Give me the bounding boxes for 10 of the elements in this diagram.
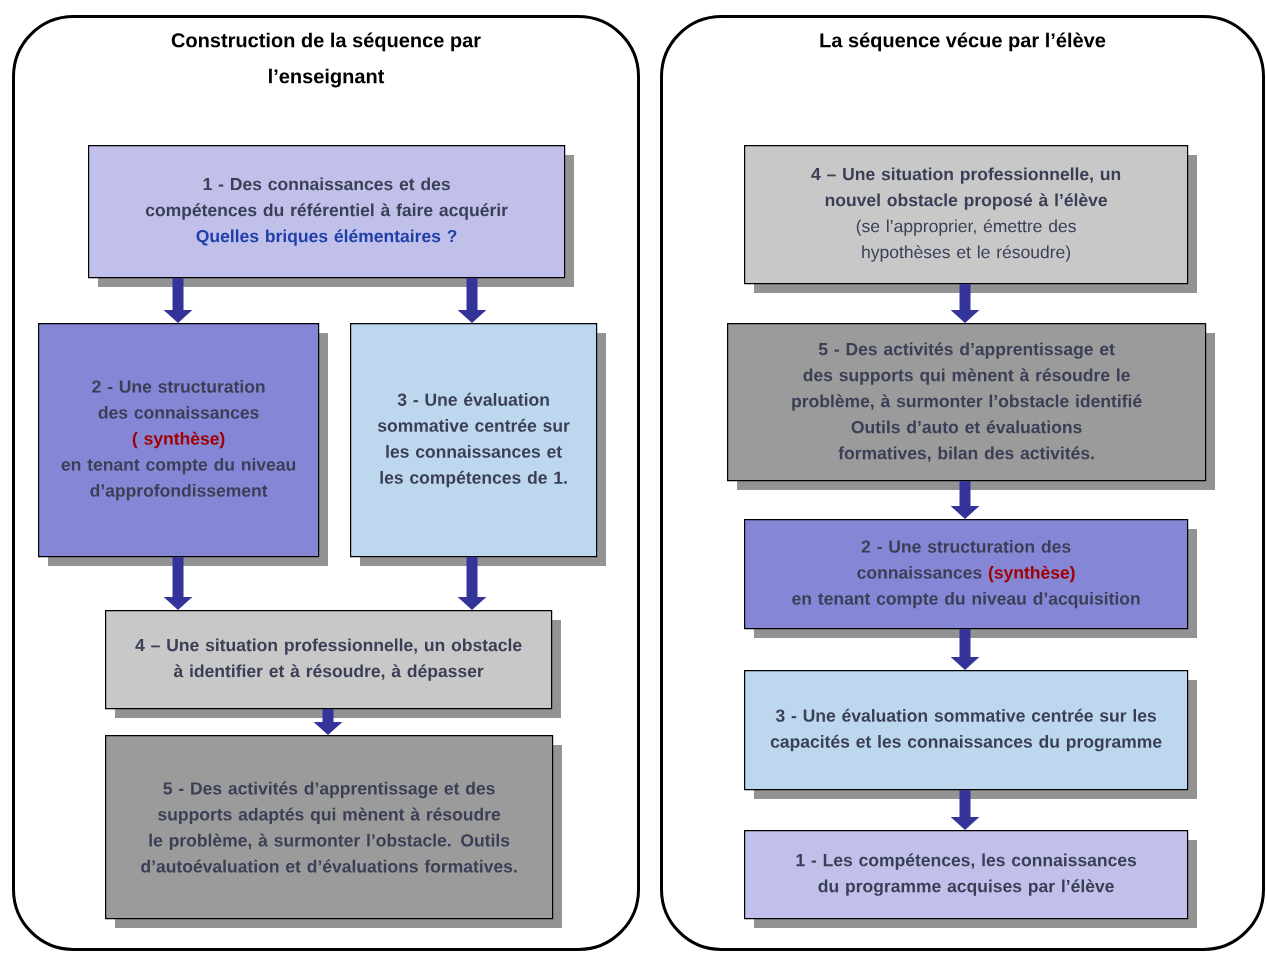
process-box: 5 - Des activités d’apprentissage et des supports qui mènent à résoudre le problème, à surmonter l’obstacle identifié Outils d’auto et évaluations formatives, bilan des activités. — [727, 323, 1215, 490]
process-box: 4 – Une situation professionnelle, un nouvel obstacle proposé à l’élève (se l’approprier, émettre des hypothèses et le résoudre) — [744, 145, 1197, 293]
process-box: 4 – Une situation professionnelle, un obstacle à identifier et à résoudre, à dépasser — [105, 610, 561, 718]
process-box: 1 - Les compétences, les connaissances du programme acquises par l’élève — [744, 830, 1197, 928]
process-box: 2 - Une structuration des connaissances ( synthèse) en tenant compte du niveau d’approfondissement — [38, 323, 328, 566]
process-box: 2 - Une structuration des connaissances (synthèse) en tenant compte du niveau d’acquisition — [744, 519, 1197, 638]
process-box: 5 - Des activités d’apprentissage et des supports adaptés qui mènent à résoudre le problème, à surmonter l’obstacle. Outils d’autoévaluation et d’évaluations formatives. — [105, 735, 562, 928]
process-box: 1 - Des connaissances et des compétences du référentiel à faire acquérir Quelles briques élémentaires ? — [88, 145, 574, 287]
process-box: 3 - Une évaluation sommative centrée sur les capacités et les connaissances du programme — [744, 670, 1197, 799]
process-box: 3 - Une évaluation sommative centrée sur les connaissances et les compétences de 1. — [350, 323, 606, 566]
